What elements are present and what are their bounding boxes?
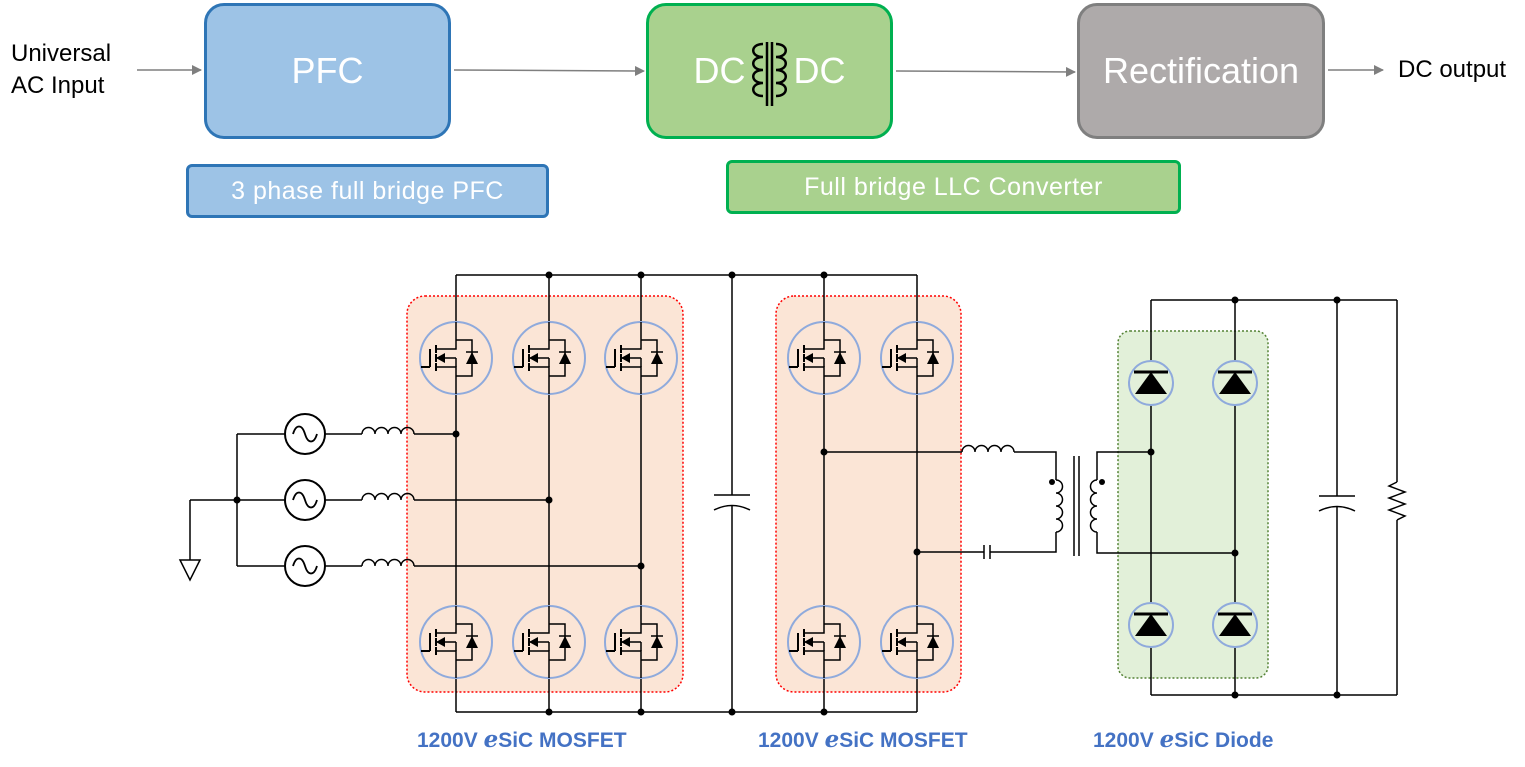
input-label-line1: Universal bbox=[11, 40, 112, 67]
dcdc-block: DC DC bbox=[646, 3, 893, 139]
llc-mosfet-part-label: 1200V eSiC MOSFET bbox=[758, 726, 968, 753]
rect-diode-part-label: 1200V eSiC Diode bbox=[1093, 726, 1273, 753]
pfc-device-name: SiC MOSFET bbox=[498, 729, 627, 752]
rect-brand-e: e bbox=[1159, 726, 1175, 753]
pfc-block-label: PFC bbox=[291, 50, 364, 91]
llc-device-name: SiC MOSFET bbox=[839, 729, 968, 752]
rectification-label: Rectification bbox=[1102, 50, 1300, 91]
input-label-line2: AC Input bbox=[11, 72, 105, 99]
llc-mosfet-region bbox=[775, 295, 962, 693]
pfc-voltage-rating: 1200V bbox=[417, 729, 478, 752]
ac-source-icon bbox=[284, 413, 326, 455]
arrow-pfc-to-dcdc bbox=[453, 65, 645, 76]
rectifier-diode-region bbox=[1117, 330, 1269, 679]
ac-source-icon bbox=[284, 479, 326, 521]
pfc-description-label: 3 phase full bridge PFC bbox=[186, 164, 549, 218]
transformer-icon bbox=[752, 42, 787, 106]
wiring bbox=[178, 274, 1408, 713]
dc-output-label: DC bbox=[793, 50, 846, 91]
llc-description-label: Full bridge LLC Converter bbox=[726, 160, 1181, 214]
rectification-block: Rectification bbox=[1077, 3, 1325, 139]
pfc-brand-e: e bbox=[483, 726, 499, 753]
pfc-block: PFC bbox=[204, 3, 451, 139]
arrow-dcdc-to-rect bbox=[895, 66, 1076, 77]
rect-device-name: SiC Diode bbox=[1174, 729, 1274, 752]
output-label: DC output bbox=[1398, 56, 1507, 83]
ac-source-icon bbox=[284, 545, 326, 587]
llc-voltage-rating: 1200V bbox=[758, 729, 819, 752]
junction-dots bbox=[233, 271, 1341, 716]
dc-input-label: DC bbox=[693, 50, 746, 91]
llc-brand-e: e bbox=[824, 726, 840, 753]
rect-voltage-rating: 1200V bbox=[1093, 729, 1154, 752]
pfc-mosfet-part-label: 1200V eSiC MOSFET bbox=[417, 726, 627, 753]
